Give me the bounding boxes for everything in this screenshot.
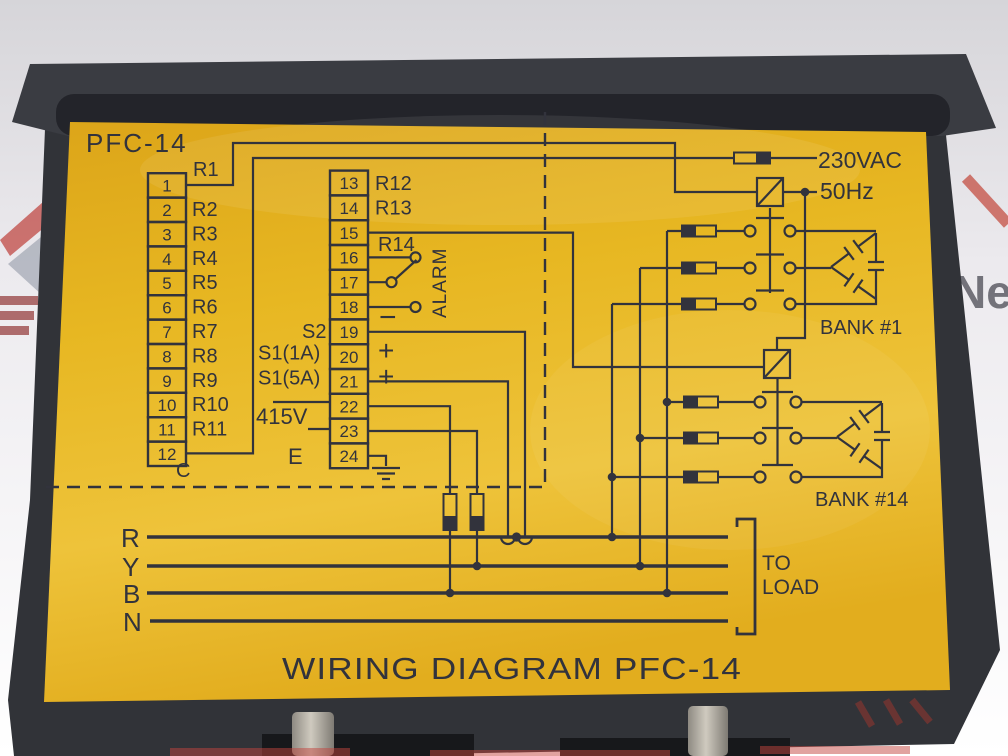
bank1-fuses	[681, 224, 717, 311]
terminal-num: 16	[340, 249, 359, 268]
terminal-num: 13	[340, 174, 359, 193]
junction-dots	[445, 187, 810, 598]
terminal-num: 19	[340, 323, 359, 342]
relay-name: R13	[375, 198, 412, 220]
label-sheen	[140, 115, 860, 225]
polarity-plus-21: +	[378, 361, 394, 392]
supply-frequency-label: 50Hz	[820, 178, 874, 204]
device-model-label: PFC-14	[86, 128, 188, 158]
terminal-num: 7	[162, 323, 171, 342]
terminal-num: 18	[340, 298, 359, 317]
relay-name: R12	[375, 173, 412, 195]
relay-name: R7	[192, 321, 218, 343]
terminal-num: 22	[340, 397, 359, 416]
to-load-bracket	[735, 517, 757, 636]
capacitor-bank14	[836, 402, 890, 470]
contactor-coil-bank1	[755, 176, 785, 208]
wiring-lines	[186, 141, 884, 593]
bank14-fuses	[683, 395, 719, 484]
terminal-numbers-mid: 13 14 15 16 17 18 19 20 21 22 23 24	[340, 174, 359, 466]
common-terminal-label: C	[176, 460, 190, 482]
terminal-block-13-24	[328, 169, 370, 470]
capacitor-bank1	[830, 232, 884, 300]
alarm-label: ALARM	[430, 248, 451, 318]
terminal-num: 3	[162, 225, 171, 244]
fuse-symbols	[442, 151, 771, 531]
load-label-line2: LOAD	[762, 576, 819, 599]
earth-label: E	[288, 444, 303, 469]
screw-post-right	[688, 706, 728, 756]
relay-name: R8	[192, 345, 218, 367]
terminal-num: 5	[162, 274, 171, 293]
screw-post-left	[292, 712, 334, 756]
terminal-num: 2	[162, 201, 171, 220]
relay-name: R10	[192, 394, 229, 416]
terminal-num: 21	[340, 373, 359, 392]
contactor-contacts-bank14	[753, 395, 803, 484]
alarm-contact	[385, 251, 422, 314]
terminal-block-1-12	[146, 171, 188, 468]
terminal-num: 1	[162, 177, 171, 196]
wiring-diagram: 1 2 3 4 5 6 7 8 9 10 11 12 R1 R2 R3 R4 R…	[42, 112, 908, 686]
relay-name: R6	[192, 297, 218, 319]
terminal-num: 10	[158, 396, 177, 415]
load-label-line1: TO	[762, 552, 791, 575]
polarity-minus: −	[379, 301, 397, 334]
relay-name: R4	[192, 248, 218, 270]
ct-s1-1a-label: S1(1A)	[258, 343, 320, 365]
terminal-num: 24	[340, 447, 359, 466]
bank14-label: BANK #14	[815, 489, 908, 511]
phase-n-label: N	[123, 607, 142, 637]
label-sheen-2	[530, 310, 930, 550]
relay-name: R9	[192, 370, 218, 392]
pt-fuses-vertical	[442, 493, 485, 531]
voltage-input-label: 415V	[256, 404, 308, 429]
relay-name: R5	[192, 272, 218, 294]
relay-name: R14	[378, 234, 415, 256]
relay-names-mid: R12 R13 R14	[375, 173, 415, 256]
terminal-numbers-left: 1 2 3 4 5 6 7 8 9 10 11 12	[158, 177, 177, 464]
terminal-num: 8	[162, 347, 171, 366]
phase-y-label: Y	[122, 552, 139, 582]
relay-name: R2	[192, 199, 218, 221]
terminal-num: 6	[162, 299, 171, 318]
polarity-plus-20: +	[378, 335, 394, 366]
terminal-num: 23	[340, 422, 359, 441]
bank1-label: BANK #1	[820, 317, 902, 339]
terminal-num: 4	[162, 250, 171, 269]
relay-name: R11	[192, 419, 227, 441]
terminal-num: 9	[162, 372, 171, 391]
terminal-num: 11	[158, 421, 176, 440]
supply-voltage-label: 230VAC	[818, 147, 902, 173]
terminal-num: 17	[340, 273, 359, 292]
watermark-bottom-fragments	[170, 697, 933, 756]
phase-r-label: R	[121, 523, 140, 553]
ct-s2-label: S2	[302, 321, 326, 343]
terminal-num: 20	[340, 348, 359, 367]
relay-name: R1	[193, 159, 219, 181]
terminal-num: 12	[158, 445, 177, 464]
relay-name: R3	[192, 223, 218, 245]
terminal-num: 14	[340, 199, 359, 218]
terminal-num: 15	[340, 224, 359, 243]
contactor-coil-bank14	[762, 348, 792, 380]
relay-names-left: R1 R2 R3 R4 R5 R6 R7 R8 R9 R10 R11 C	[176, 159, 229, 482]
contactor-contacts-bank1	[743, 224, 797, 311]
ct-s1-5a-label: S1(5A)	[258, 367, 320, 389]
supply-fuse	[733, 151, 771, 165]
phase-bus-lines	[147, 535, 728, 623]
diagram-title: WIRING DIAGRAM PFC-14	[282, 651, 742, 686]
phase-b-label: B	[123, 579, 140, 609]
